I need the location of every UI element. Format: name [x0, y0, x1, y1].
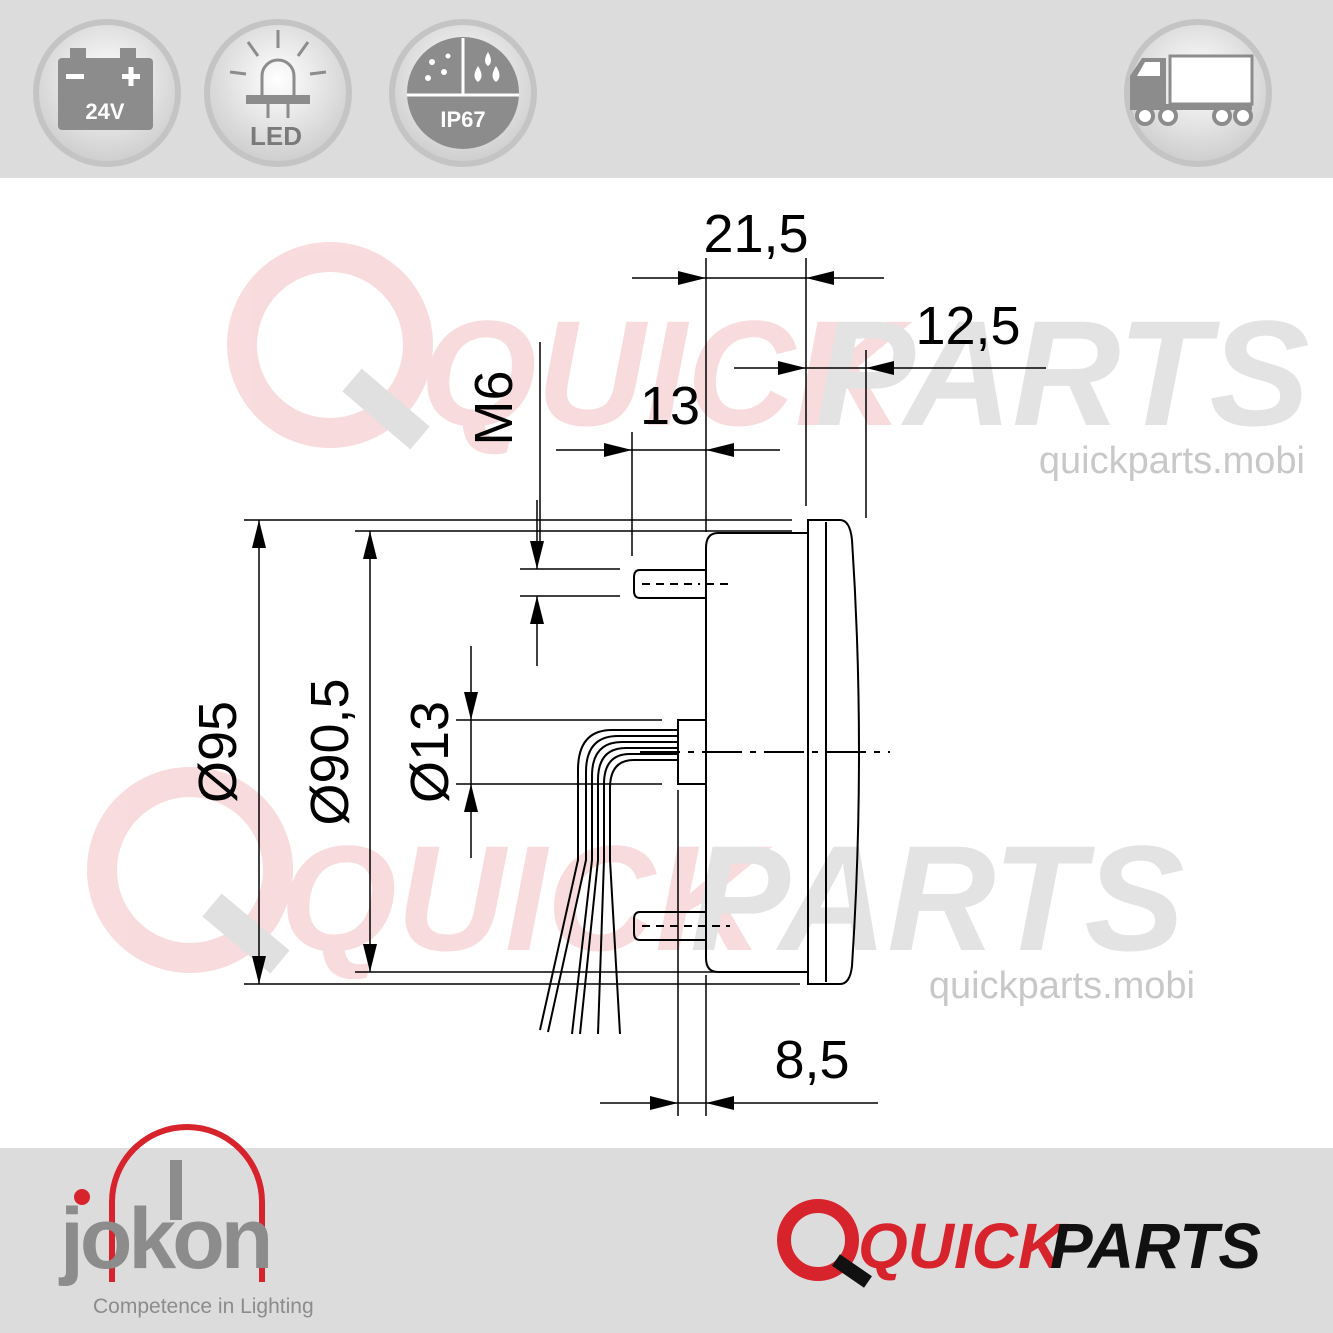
dim-13: 13: [640, 376, 700, 436]
jokon-logo: jokon Competence in Lighting: [58, 1124, 314, 1318]
watermark-quick: QUICK: [420, 289, 913, 457]
watermark-parts: PARTS: [815, 289, 1310, 457]
footer-band: [0, 1148, 1333, 1333]
led-badge: LED: [204, 19, 352, 167]
quickparts-logo: QUICK PARTS: [777, 1199, 1261, 1288]
voltage-label: 24V: [85, 99, 124, 124]
ip-label: IP67: [440, 107, 485, 132]
battery-badge: 24V: [33, 19, 181, 167]
dim-dia-95: Ø95: [188, 701, 248, 803]
bottom-stud: [633, 911, 706, 941]
dim-12-5: 12,5: [915, 296, 1020, 356]
lamp-lens: [807, 519, 860, 985]
watermark-url-top: quickparts.mobi: [1039, 440, 1305, 482]
watermark-quick-2: QUICK: [280, 814, 773, 982]
watermark-url-bottom: quickparts.mobi: [929, 965, 1195, 1007]
parts-wordmark: PARTS: [1050, 1210, 1261, 1282]
jokon-tagline: Competence in Lighting: [93, 1295, 314, 1318]
top-stud: [633, 569, 706, 599]
watermark-top: QUICK PARTS: [227, 242, 1310, 457]
dimension-lines: [244, 258, 1046, 1116]
dim-21-5: 21,5: [703, 204, 808, 264]
dim-dia-90-5: Ø90,5: [300, 678, 360, 825]
jokon-wordmark: jokon: [58, 1191, 269, 1287]
ip-badge: IP67: [389, 19, 537, 167]
truck-icon: [1130, 54, 1254, 126]
battery-icon: [58, 48, 153, 130]
dim-8-5: 8,5: [774, 1030, 849, 1090]
dim-m6: M6: [464, 370, 524, 445]
led-label: LED: [250, 121, 302, 151]
quick-wordmark: QUICK: [858, 1210, 1069, 1282]
dim-dia-13: Ø13: [400, 701, 460, 803]
led-icon: [229, 30, 327, 118]
truck-badge: [1124, 19, 1272, 167]
watermark-parts-2: PARTS: [690, 814, 1185, 982]
watermark-bottom: QUICK PARTS: [87, 767, 1185, 982]
